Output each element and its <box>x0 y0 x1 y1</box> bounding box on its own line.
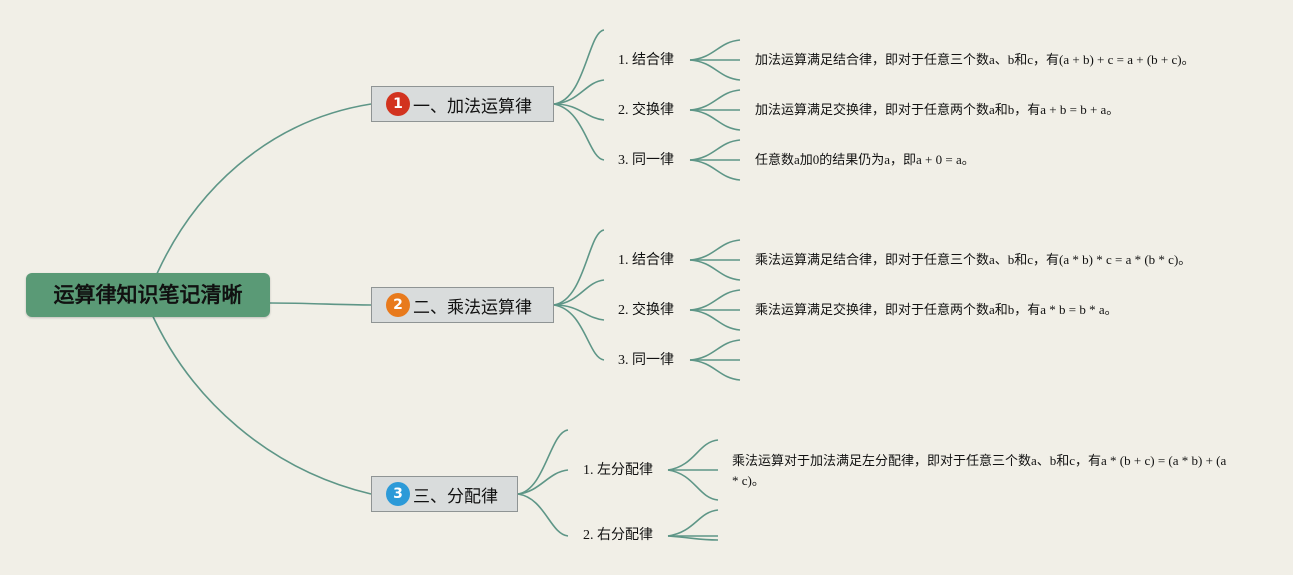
subtopic-addition-commutative[interactable]: 2. 交换律 <box>618 103 674 118</box>
branch-topic-distributive[interactable]: 3 三、分配律 <box>371 476 518 512</box>
branch-label: 三、分配律 <box>413 486 498 507</box>
note-left-distributive: 乘法运算对于加法满足左分配律，即对于任意三个数a、b和c，有a * (b + c… <box>732 453 1227 488</box>
branch-topic-multiplication[interactable]: 2 二、乘法运算律 <box>371 287 554 323</box>
subtopic-multiplication-identity[interactable]: 3. 同一律 <box>618 353 674 368</box>
number-badge-icon: 3 <box>386 482 410 506</box>
subtopic-multiplication-associative[interactable]: 1. 结合律 <box>618 253 674 268</box>
root-topic[interactable]: 运算律知识笔记清晰 <box>26 273 270 317</box>
note-multiplication-commutative: 乘法运算满足交换律，即对于任意两个数a和b，有a * b = b * a。 <box>755 302 1118 317</box>
note-addition-commutative: 加法运算满足交换律，即对于任意两个数a和b，有a + b = b + a。 <box>755 102 1120 117</box>
note-multiplication-associative: 乘法运算满足结合律，即对于任意三个数a、b和c，有(a * b) * c = a… <box>755 252 1192 267</box>
note-addition-associative: 加法运算满足结合律，即对于任意三个数a、b和c，有(a + b) + c = a… <box>755 52 1195 67</box>
subtopic-multiplication-commutative[interactable]: 2. 交换律 <box>618 303 674 318</box>
number-badge-icon: 2 <box>386 293 410 317</box>
number-badge-icon: 1 <box>386 92 410 116</box>
note-addition-identity: 任意数a加0的结果仍为a，即a + 0 = a。 <box>755 152 975 167</box>
subtopic-addition-associative[interactable]: 1. 结合律 <box>618 53 674 68</box>
branch-label: 二、乘法运算律 <box>413 297 532 318</box>
branch-label: 一、加法运算律 <box>413 96 532 117</box>
subtopic-left-distributive[interactable]: 1. 左分配律 <box>583 463 653 478</box>
branch-topic-addition[interactable]: 1 一、加法运算律 <box>371 86 554 122</box>
subtopic-right-distributive[interactable]: 2. 右分配律 <box>583 528 653 543</box>
subtopic-addition-identity[interactable]: 3. 同一律 <box>618 153 674 168</box>
